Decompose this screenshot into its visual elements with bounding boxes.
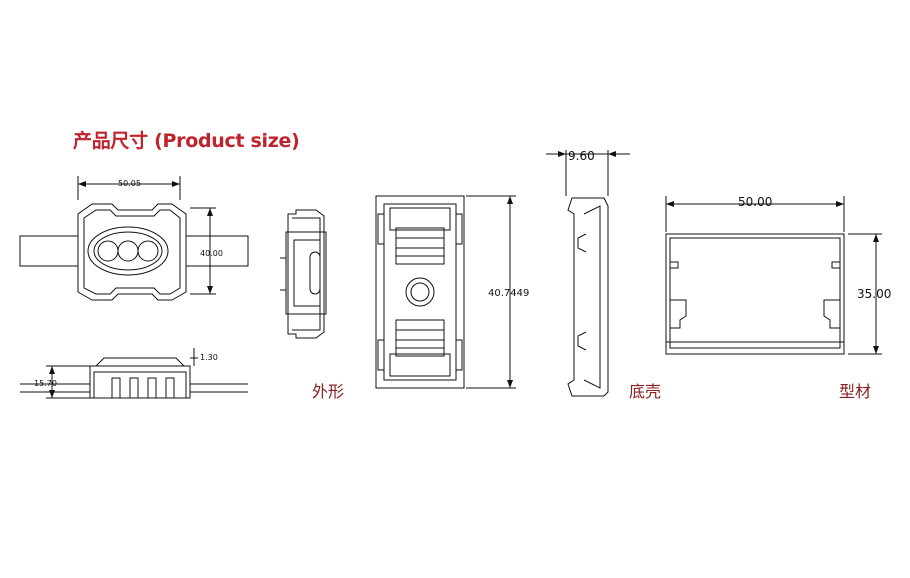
page-title: 产品尺寸 (Product size) <box>73 130 300 152</box>
dim-module-step: 1.30 <box>200 353 218 362</box>
profile-section <box>665 196 882 355</box>
housing-side-view <box>280 209 327 339</box>
dim-housing-length: 40.7449 <box>488 288 529 299</box>
base-side-view <box>546 150 630 397</box>
profile-label: 型材 <box>839 382 872 401</box>
base-label: 底壳 <box>629 382 662 401</box>
dim-module-height: 40.00 <box>200 249 223 258</box>
dim-base-depth: 9.60 <box>568 149 595 163</box>
housing-label: 外形 <box>312 382 345 401</box>
dim-profile-width: 50.00 <box>738 195 772 209</box>
housing-front-view <box>375 195 516 389</box>
dim-module-width: 50.05 <box>118 179 141 188</box>
dimension-arrows <box>49 151 879 398</box>
dim-profile-height: 35.00 <box>857 287 891 301</box>
dim-module-thickness: 15.70 <box>34 379 57 388</box>
module-top-view <box>19 176 249 301</box>
